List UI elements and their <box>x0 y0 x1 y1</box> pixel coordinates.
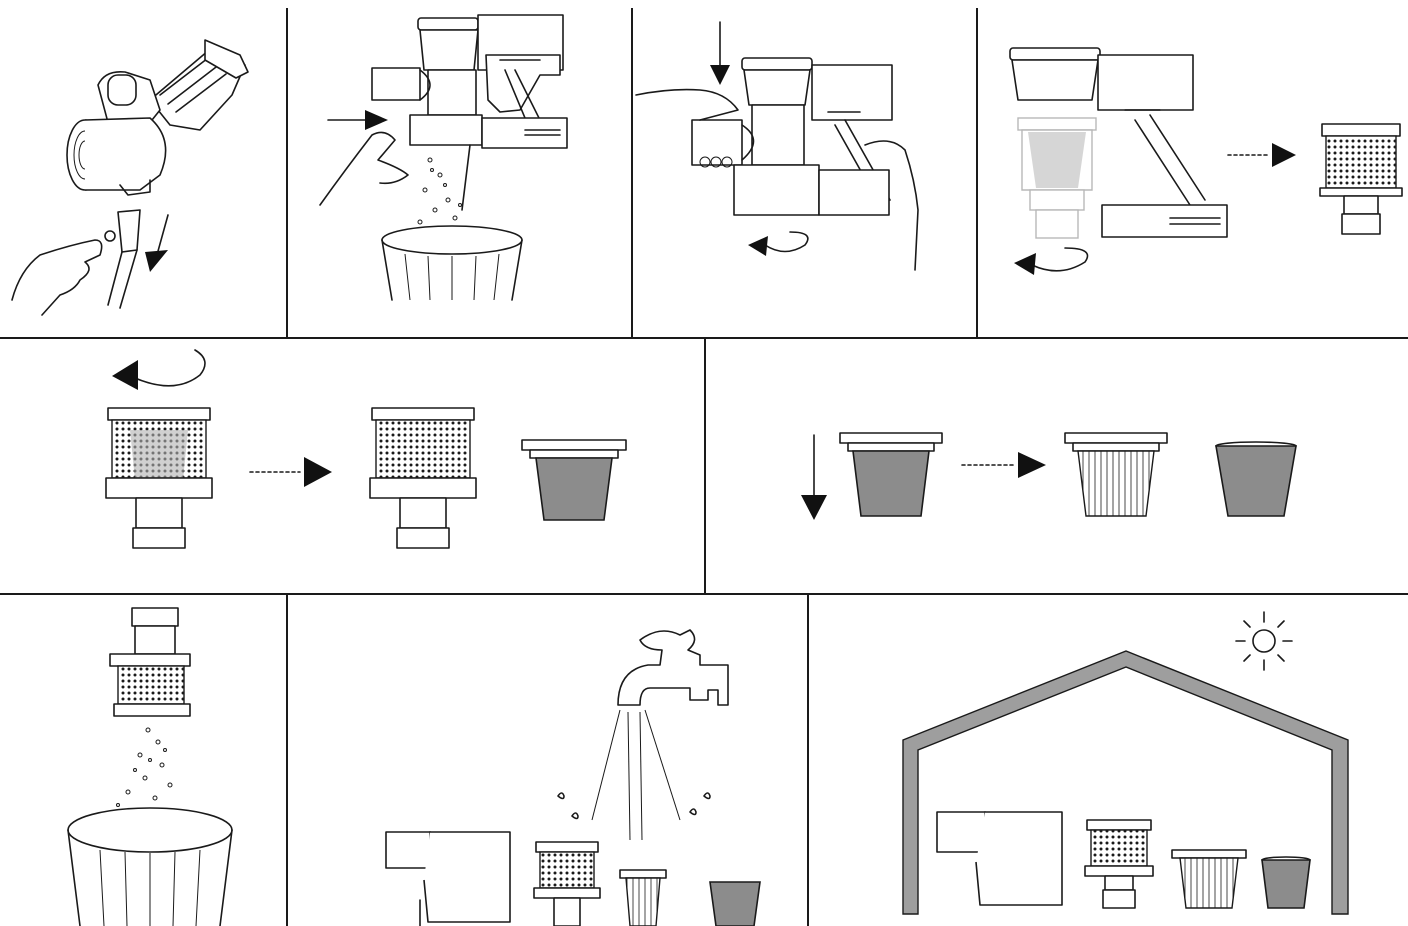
step-7-panel <box>67 607 233 926</box>
arrow-right-icon <box>365 110 388 130</box>
wand-tube <box>104 209 141 309</box>
dust-cup <box>709 881 761 926</box>
step-6-panel <box>801 432 1297 520</box>
debris-particles <box>417 157 462 225</box>
hepa-filter <box>1171 849 1247 909</box>
rotate-arrow-icon-head <box>112 360 138 390</box>
shelter-icon <box>902 650 1349 915</box>
hepa-filter <box>619 869 667 926</box>
cyclone-filter <box>369 407 477 549</box>
step-9-panel <box>902 611 1349 915</box>
step-1-panel <box>11 39 249 316</box>
hand-outline <box>319 131 409 206</box>
rotate-arrow-icon <box>134 349 206 387</box>
arrow-down-icon-head <box>145 250 168 272</box>
dust-cup <box>1215 441 1297 517</box>
dotted-arrow-icon-head <box>1272 143 1296 167</box>
panel-dividers <box>0 8 1408 926</box>
cyclone-filter <box>109 607 191 717</box>
rotate-arrow-icon <box>1031 247 1089 272</box>
cyclone-filter <box>533 841 601 926</box>
water-streams <box>557 709 711 841</box>
vacuum-handheld-unit <box>691 57 893 216</box>
cyclone-filter-faded <box>1017 117 1097 239</box>
vacuum-body-part <box>936 811 1063 906</box>
trash-can-icon <box>67 807 233 926</box>
vacuum-handheld-unit <box>371 14 568 211</box>
step-4-panel <box>1009 47 1403 275</box>
cyclone-filter-assembly <box>105 407 213 549</box>
dust-cup <box>521 439 627 521</box>
dotted-arrow-icon-head <box>304 457 332 487</box>
rotate-arrow-icon <box>764 231 809 253</box>
hand-outline <box>864 140 919 271</box>
arrow-down-icon <box>710 65 730 85</box>
vacuum-body-part <box>385 831 511 926</box>
debris-particles <box>116 727 173 807</box>
dotted-arrow-icon-head <box>1018 452 1046 478</box>
vacuum-handheld-unit <box>1009 47 1228 238</box>
step-2-panel <box>319 14 568 301</box>
hand-outline <box>635 88 739 121</box>
step-5-panel <box>105 349 627 549</box>
dust-cup-with-hepa <box>839 432 943 517</box>
step-8-panel <box>385 629 761 926</box>
trash-can-icon <box>381 225 523 301</box>
cyclone-filter <box>1084 819 1154 909</box>
rotate-arrow-icon-head <box>748 236 768 256</box>
rotate-arrow-icon-head <box>1014 253 1036 275</box>
sun-icon <box>1235 611 1293 671</box>
water-tap-icon <box>617 629 729 706</box>
hepa-filter <box>1064 432 1168 517</box>
step-3-panel <box>635 21 919 271</box>
hand-outline <box>11 239 103 316</box>
arrow-down-icon <box>801 495 827 520</box>
cyclone-filter <box>1319 123 1403 235</box>
vacuum-handheld-unit <box>66 39 249 196</box>
dust-cup <box>1261 856 1311 909</box>
